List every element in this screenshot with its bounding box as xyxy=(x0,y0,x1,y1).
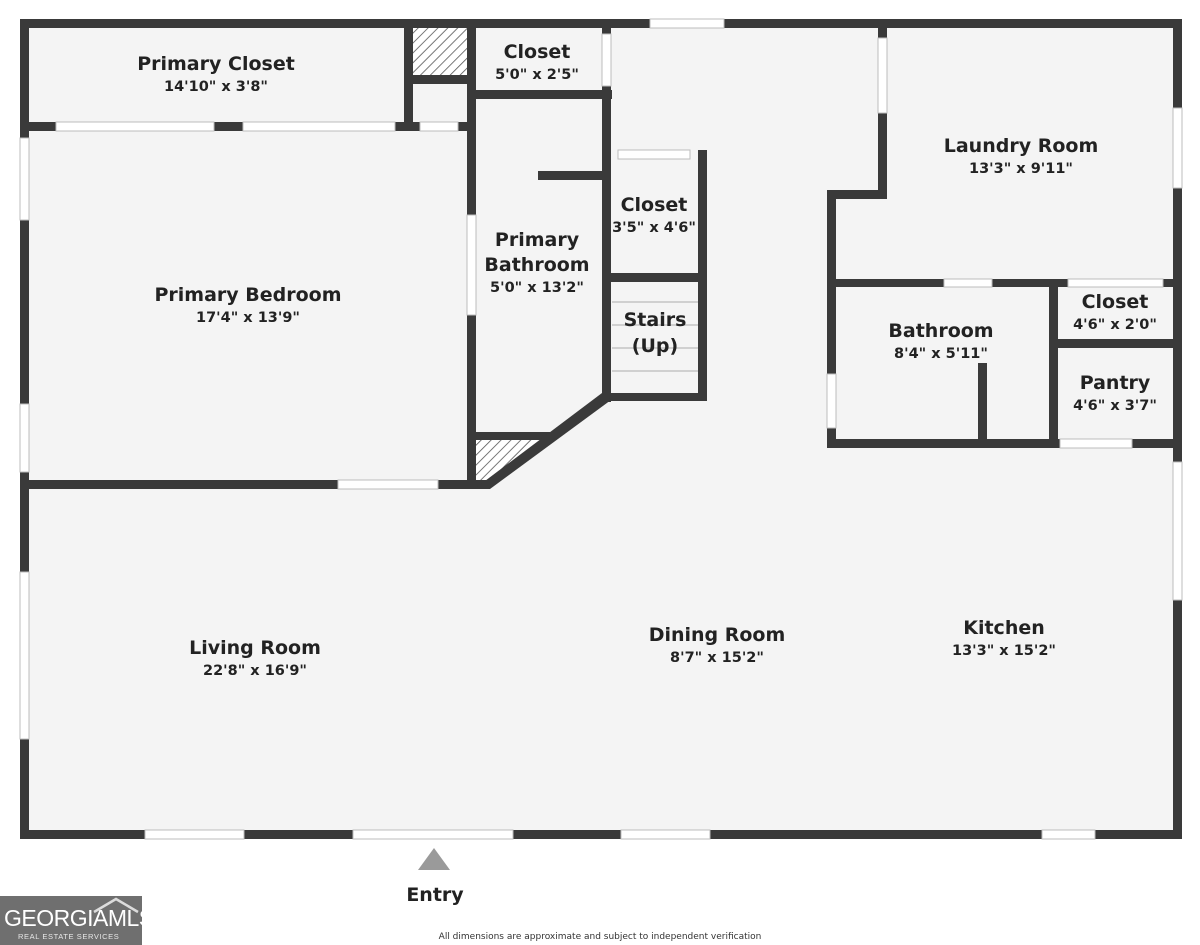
closet-right-name: Closet xyxy=(1082,291,1149,313)
pantry-dims: 4'6" x 3'7" xyxy=(1073,398,1157,414)
georgia-mls-logo: GEORGIAMLS REAL ESTATE SERVICES xyxy=(0,896,142,945)
closet-top-name: Closet xyxy=(504,41,571,63)
kitchen-dims: 13'3" x 15'2" xyxy=(952,643,1056,659)
bathroom-dims: 8'4" x 5'11" xyxy=(894,346,988,362)
living-room-dims: 22'8" x 16'9" xyxy=(203,663,307,679)
entry-label: Entry xyxy=(406,884,464,906)
hatched-shaft-top xyxy=(412,26,468,76)
dining-room-dims: 8'7" x 15'2" xyxy=(670,650,764,666)
laundry-room-name: Laundry Room xyxy=(944,135,1099,157)
primary-bath-name-line1: Primary xyxy=(495,229,580,251)
entry-arrow-icon xyxy=(418,848,450,870)
kitchen-name: Kitchen xyxy=(963,617,1045,639)
closet-top-dims: 5'0" x 2'5" xyxy=(495,67,579,83)
primary-bedroom-dims: 17'4" x 13'9" xyxy=(196,310,300,326)
bathroom-name: Bathroom xyxy=(888,320,993,342)
closet-mid-dims: 3'5" x 4'6" xyxy=(612,220,696,236)
stair-treads xyxy=(612,301,700,372)
primary-bath-name-line2: Bathroom xyxy=(484,254,589,276)
primary-bath-dims: 5'0" x 13'2" xyxy=(490,280,584,296)
stairs-name-line2: (Up) xyxy=(632,335,678,357)
living-room-name: Living Room xyxy=(189,637,321,659)
logo-sub-text: REAL ESTATE SERVICES xyxy=(18,932,120,941)
pantry-name: Pantry xyxy=(1080,372,1151,394)
closet-right-dims: 4'6" x 2'0" xyxy=(1073,317,1157,333)
roof-icon xyxy=(93,897,139,914)
laundry-room-dims: 13'3" x 9'11" xyxy=(969,161,1073,177)
closet-mid-name: Closet xyxy=(621,194,688,216)
openings xyxy=(19,18,1183,840)
primary-closet-dims: 14'10" x 3'8" xyxy=(164,79,268,95)
disclaimer-text: All dimensions are approximate and subje… xyxy=(439,932,762,942)
dining-room-name: Dining Room xyxy=(649,624,786,646)
primary-closet-name: Primary Closet xyxy=(137,53,295,75)
logo-main-text: GEORGIAMLS xyxy=(4,905,142,931)
stairs-name-line1: Stairs xyxy=(624,309,687,331)
primary-bedroom-name: Primary Bedroom xyxy=(154,284,341,306)
